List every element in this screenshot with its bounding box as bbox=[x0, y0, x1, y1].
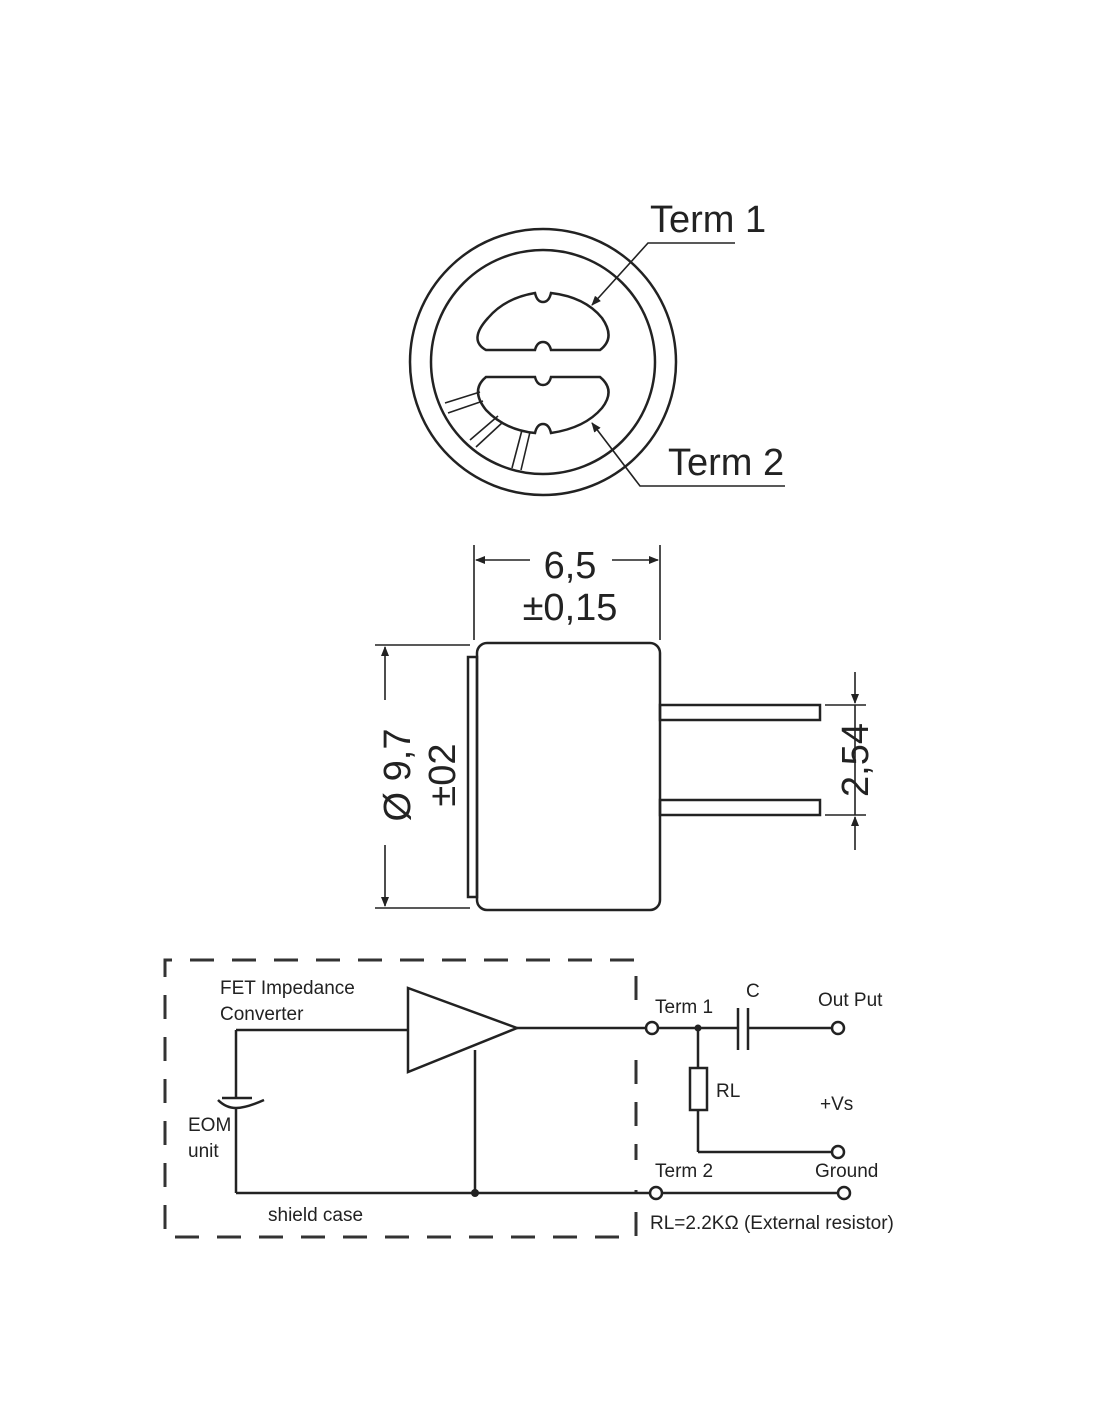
ground-terminal bbox=[836, 1185, 852, 1201]
diameter-dimension: Ø 9,7 ±02 bbox=[375, 644, 470, 909]
capacitor-label: C bbox=[746, 981, 760, 1002]
length-dimension: 6,5 ±0,15 bbox=[473, 545, 661, 640]
vs-label: +Vs bbox=[820, 1094, 853, 1115]
shield-boundary bbox=[163, 958, 638, 1239]
fet-label-line2: Converter bbox=[220, 1004, 304, 1025]
term2-terminal bbox=[648, 1185, 664, 1201]
term2-leader bbox=[591, 422, 785, 487]
eom-label-line2: unit bbox=[188, 1141, 219, 1162]
fet-label-line1: FET Impedance bbox=[220, 978, 355, 999]
resistor-note: RL=2.2KΩ (External resistor) bbox=[650, 1213, 894, 1234]
capsule-body bbox=[475, 641, 662, 912]
case-slots bbox=[444, 391, 531, 471]
diameter-value: Ø 9,7 bbox=[377, 729, 419, 822]
front-flange bbox=[466, 655, 479, 899]
inner-case-circle bbox=[429, 248, 657, 476]
pitch-dimension: 2,54 bbox=[825, 672, 877, 850]
pin-2 bbox=[658, 798, 822, 817]
term1-label: Term 1 bbox=[650, 199, 766, 241]
fet-amplifier bbox=[406, 986, 521, 1074]
pin-pitch: 2,54 bbox=[835, 723, 877, 797]
term1-leader bbox=[591, 242, 735, 306]
term1-terminal bbox=[644, 1020, 660, 1036]
pin-1 bbox=[658, 703, 822, 722]
circuit-term2-label: Term 2 bbox=[655, 1161, 713, 1182]
diameter-tolerance: ±02 bbox=[422, 743, 464, 806]
resistor-label: RL bbox=[716, 1081, 740, 1102]
outer-case-circle bbox=[408, 227, 678, 497]
length-tolerance: ±0,15 bbox=[523, 587, 618, 629]
term1-pad bbox=[476, 291, 610, 352]
side-view: 6,5 ±0,15 Ø 9,7 ±02 2,54 bbox=[375, 545, 877, 912]
shield-label: shield case bbox=[268, 1205, 363, 1226]
top-view: Term 1 Term 2 bbox=[408, 199, 785, 497]
circuit-diagram: FET Impedance Converter EOM unit shield … bbox=[163, 958, 894, 1239]
term2-pad bbox=[476, 375, 610, 435]
output-terminal bbox=[830, 1020, 846, 1036]
term2-label: Term 2 bbox=[668, 442, 784, 484]
eom-label-line1: EOM bbox=[188, 1115, 231, 1136]
ground-label: Ground bbox=[815, 1161, 878, 1182]
circuit-term1-label: Term 1 bbox=[655, 997, 713, 1018]
output-label: Out Put bbox=[818, 990, 883, 1011]
vs-terminal bbox=[830, 1144, 846, 1160]
load-resistor bbox=[688, 1066, 709, 1112]
length-value: 6,5 bbox=[544, 545, 597, 587]
